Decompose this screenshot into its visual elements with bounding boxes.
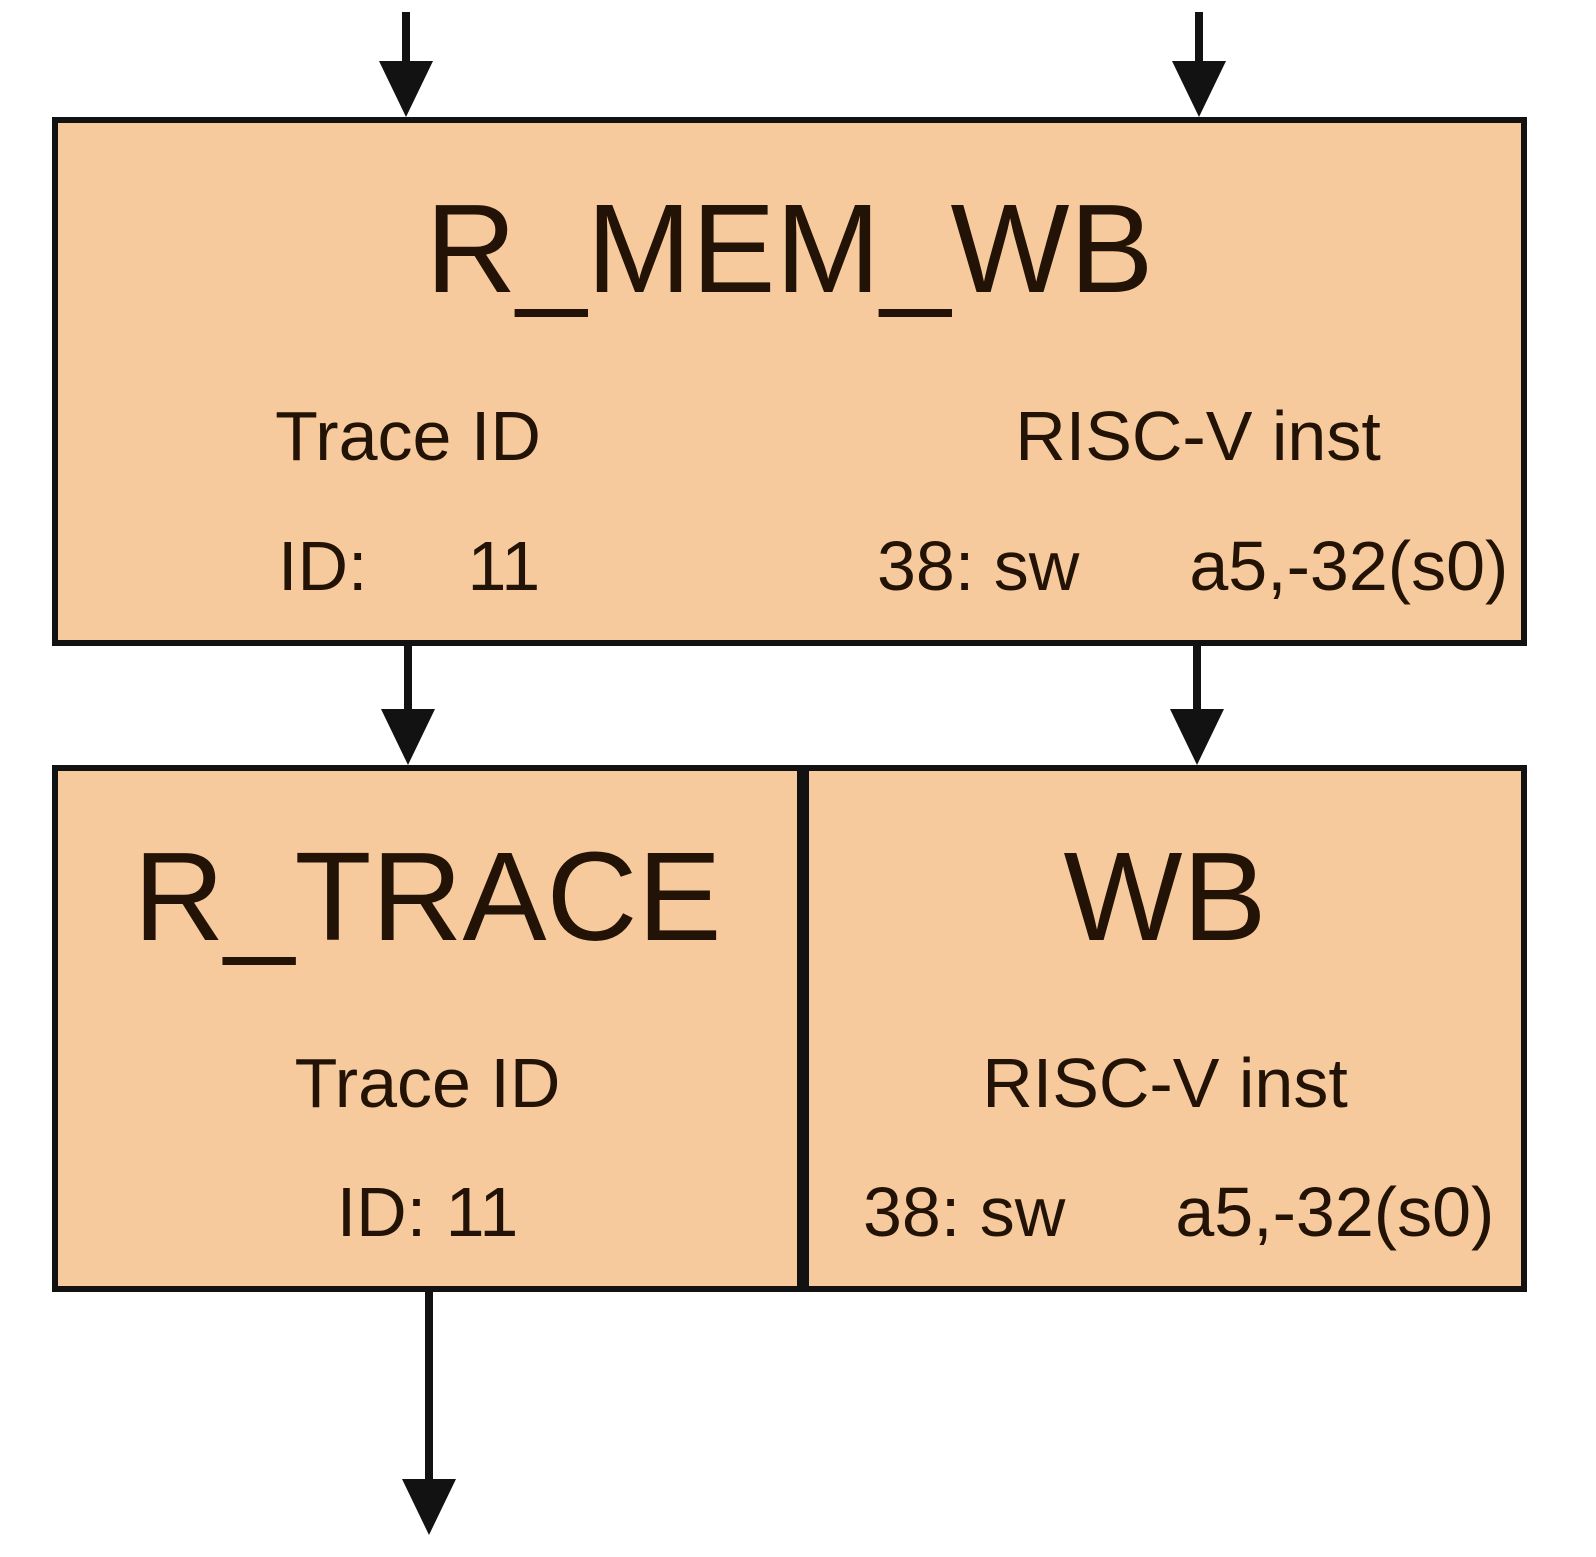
r-mem-wb-title: R_MEM_WB: [425, 178, 1154, 319]
r-trace-title: R_TRACE: [133, 826, 722, 967]
arrow-head-icon: [402, 1479, 456, 1535]
arrow-shaft: [425, 1288, 433, 1482]
riscv-inst-label: RISC-V inst: [1015, 397, 1381, 475]
inst-addr-op: 38: sw: [863, 1173, 1066, 1251]
arrow-head-icon: [381, 709, 435, 765]
inst-operands: a5,-32(s0): [1175, 1173, 1495, 1251]
inst-operands: a5,-32(s0): [1189, 527, 1509, 605]
trace-id-label: Trace ID: [294, 1044, 561, 1122]
arrow-shaft: [1193, 642, 1201, 714]
inst-addr-op: 38: sw: [877, 527, 1080, 605]
inst-value-row: 38: sw a5,-32(s0): [863, 1177, 1494, 1247]
arrow-head-icon: [379, 61, 433, 117]
trace-id-label: Trace ID: [275, 397, 541, 475]
inst-value-row: 38: sw a5,-32(s0): [877, 531, 1508, 601]
r-mem-wb-box: R_MEM_WB Trace ID RISC-V inst ID: 11 38:…: [52, 117, 1527, 646]
wb-title: WB: [1063, 826, 1267, 967]
arrow-head-icon: [1172, 61, 1226, 117]
id-key: ID:: [278, 527, 368, 605]
arrow-shaft: [404, 642, 412, 714]
arrow-head-icon: [1170, 709, 1224, 765]
r-trace-box: R_TRACE Trace ID ID: 11: [52, 765, 803, 1292]
arrow-shaft: [402, 12, 410, 70]
trace-id-value-row: ID: 11: [58, 1177, 797, 1247]
wb-box: WB RISC-V inst 38: sw a5,-32(s0): [803, 765, 1527, 1292]
id-value: 11: [467, 527, 541, 605]
trace-id-value-row: ID: 11: [278, 531, 540, 601]
riscv-inst-label: RISC-V inst: [982, 1044, 1348, 1122]
arrow-shaft: [1195, 12, 1203, 70]
id-value: ID: 11: [336, 1173, 519, 1251]
